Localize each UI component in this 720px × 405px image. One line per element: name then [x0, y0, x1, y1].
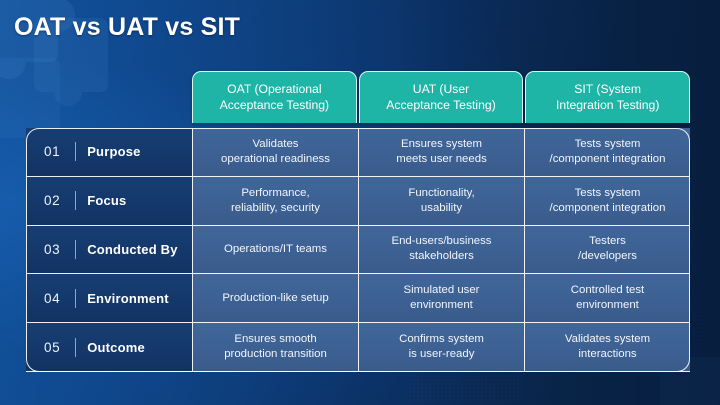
column-header-sit: SIT (System Integration Testing) — [525, 71, 691, 123]
cell-line2: /component integration — [549, 152, 666, 165]
dot-texture — [404, 378, 524, 404]
cell-line1: Controlled test — [570, 284, 645, 297]
column-header-oat-line2: Acceptance Testing) — [219, 97, 330, 112]
cell-line1: Operations/IT teams — [224, 242, 327, 255]
column-header-uat-line1: UAT (User — [412, 81, 470, 96]
cell-line2: environment — [576, 299, 639, 312]
cell-line2: operational readiness — [221, 152, 330, 165]
row-divider — [75, 337, 77, 357]
table-header-row: OAT (Operational Acceptance Testing) UAT… — [192, 71, 691, 123]
row-divider — [75, 191, 77, 211]
puzzle-piece-icon — [0, 58, 60, 138]
column-header-oat: OAT (Operational Acceptance Testing) — [192, 71, 357, 123]
cell-outcome-sit: Validates system interactions — [524, 323, 690, 372]
table-row: 02 Focus Performance, reliability, secur… — [26, 176, 690, 226]
row-number: 05 — [44, 339, 61, 355]
cell-line1: End-users/business — [391, 235, 492, 248]
row-divider — [75, 239, 77, 259]
column-header-uat-line2: Acceptance Testing) — [386, 97, 496, 112]
cell-line1: Tests system — [574, 186, 641, 199]
cell-line1: Simulated user — [403, 284, 480, 297]
cell-line2: production transition — [224, 348, 327, 361]
column-header-uat: UAT (User Acceptance Testing) — [358, 71, 524, 123]
cell-line2: interactions — [578, 348, 637, 361]
row-label-text: Focus — [87, 193, 127, 209]
cell-conducted-by-oat: Operations/IT teams — [192, 225, 358, 275]
cell-line2: environment — [410, 299, 473, 312]
cell-environment-oat: Production-like setup — [192, 274, 358, 324]
cell-purpose-oat: Validates operational readiness — [192, 128, 358, 177]
column-header-oat-line1: OAT (Operational — [227, 81, 322, 96]
cell-outcome-uat: Confirms system is user-ready — [358, 323, 524, 372]
row-label-text: Purpose — [87, 144, 141, 160]
cell-line1: Ensures system — [400, 137, 483, 150]
cell-line1: Production-like setup — [222, 291, 329, 304]
cell-line1: Ensures smooth — [234, 333, 317, 346]
row-number: 02 — [44, 193, 61, 209]
cell-purpose-uat: Ensures system meets user needs — [358, 128, 524, 177]
row-divider — [75, 142, 77, 162]
row-label-environment: 04 Environment — [26, 274, 192, 324]
cell-line1: Confirms system — [399, 333, 484, 346]
cell-outcome-oat: Ensures smooth production transition — [192, 323, 358, 372]
cell-line1: Tests system — [574, 137, 641, 150]
cell-conducted-by-sit: Testers /developers — [524, 225, 690, 275]
page-title: OAT vs UAT vs SIT — [14, 13, 241, 41]
cell-focus-sit: Tests system /component integration — [524, 176, 690, 226]
table-row: 03 Conducted By Operations/IT teams End-… — [26, 225, 690, 275]
cell-line1: Validates — [252, 137, 299, 150]
cell-line1: Validates system — [564, 333, 651, 346]
puzzle-piece-icon — [34, 18, 108, 106]
cell-environment-uat: Simulated user environment — [358, 274, 524, 324]
column-header-sit-line2: Integration Testing) — [555, 97, 660, 112]
puzzle-piece-icon — [0, 0, 75, 79]
cell-line2: reliability, security — [230, 201, 321, 214]
cell-line2: is user-ready — [408, 348, 475, 361]
cell-line1: Functionality, — [408, 186, 475, 199]
row-divider — [75, 288, 77, 308]
row-label-outcome: 05 Outcome — [26, 323, 192, 372]
row-label-purpose: 01 Purpose — [26, 128, 192, 177]
cell-line1: Performance, — [241, 186, 310, 199]
cell-purpose-sit: Tests system /component integration — [524, 128, 690, 177]
comparison-table: OAT (Operational Acceptance Testing) UAT… — [26, 71, 691, 372]
cell-environment-sit: Controlled test environment — [524, 274, 690, 324]
cell-conducted-by-uat: End-users/business stakeholders — [358, 225, 524, 275]
cell-line2: usability — [420, 201, 463, 214]
row-number: 03 — [44, 241, 61, 257]
table-row: 05 Outcome Ensures smooth production tra… — [26, 323, 690, 372]
cell-focus-uat: Functionality, usability — [358, 176, 524, 226]
cell-line2: /developers — [578, 250, 637, 263]
cell-line2: /component integration — [549, 201, 666, 214]
row-number: 01 — [44, 144, 61, 160]
row-label-text: Environment — [87, 290, 169, 306]
table-row: 04 Environment Production-like setup Sim… — [26, 274, 690, 324]
row-label-conducted-by: 03 Conducted By — [26, 225, 192, 275]
row-label-text: Outcome — [87, 339, 145, 355]
cell-line2: stakeholders — [409, 250, 474, 263]
table-row: 01 Purpose Validates operational readine… — [26, 128, 690, 177]
column-header-sit-line1: SIT (System — [574, 81, 642, 96]
cell-line2: meets user needs — [396, 152, 487, 165]
cell-line1: Testers — [589, 235, 626, 248]
row-label-text: Conducted By — [87, 241, 178, 257]
row-label-focus: 02 Focus — [26, 176, 192, 226]
cell-focus-oat: Performance, reliability, security — [192, 176, 358, 226]
row-number: 04 — [44, 290, 61, 306]
